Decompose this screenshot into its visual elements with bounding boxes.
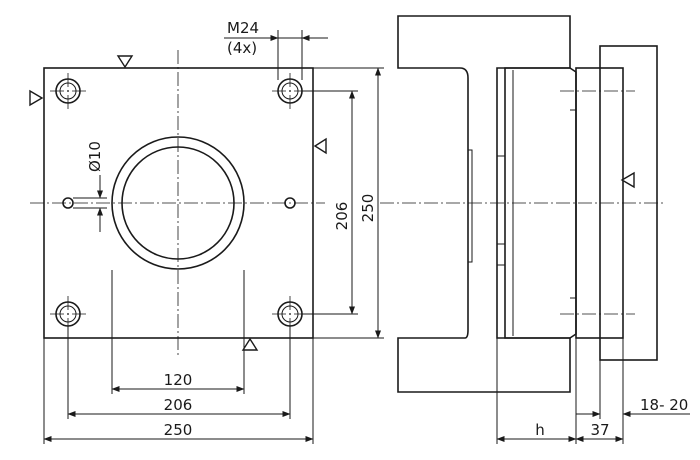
datum-triangle-side-icon (620, 171, 635, 189)
bore-inner-circle (121, 146, 235, 260)
dim-250-vertical-label: 250 (359, 194, 377, 223)
datum-triangle-top-icon (116, 55, 134, 69)
datum-triangle-bottom-icon (241, 337, 259, 351)
front-view: Ø10 M24 (4x) 120 206 250 206 250 (29, 19, 384, 444)
dim-120-label: 120 (164, 371, 193, 389)
datum-triangle-left-icon (29, 89, 44, 107)
dim-37-label: 37 (590, 421, 609, 439)
dim-206-horizontal-label: 206 (164, 396, 193, 414)
dim-h-label: h (535, 421, 545, 439)
machine-frame-section (397, 15, 571, 393)
thread-label: M24 (227, 19, 259, 37)
diameter-label: Ø10 (86, 141, 104, 172)
pin-hole-left (62, 197, 74, 209)
side-view: h 37 18- 20 (380, 15, 690, 444)
thread-qty-label: (4x) (227, 39, 257, 57)
dim-206-vertical-label: 206 (333, 202, 351, 231)
pin-hole-right (284, 197, 296, 209)
thread-hole-top-left (50, 73, 86, 109)
dim-18-20-label: 18- 20 (640, 396, 688, 414)
datum-triangle-right-icon (313, 137, 327, 155)
dim-250-horizontal-label: 250 (164, 421, 193, 439)
bore-outer-circle (111, 136, 245, 270)
